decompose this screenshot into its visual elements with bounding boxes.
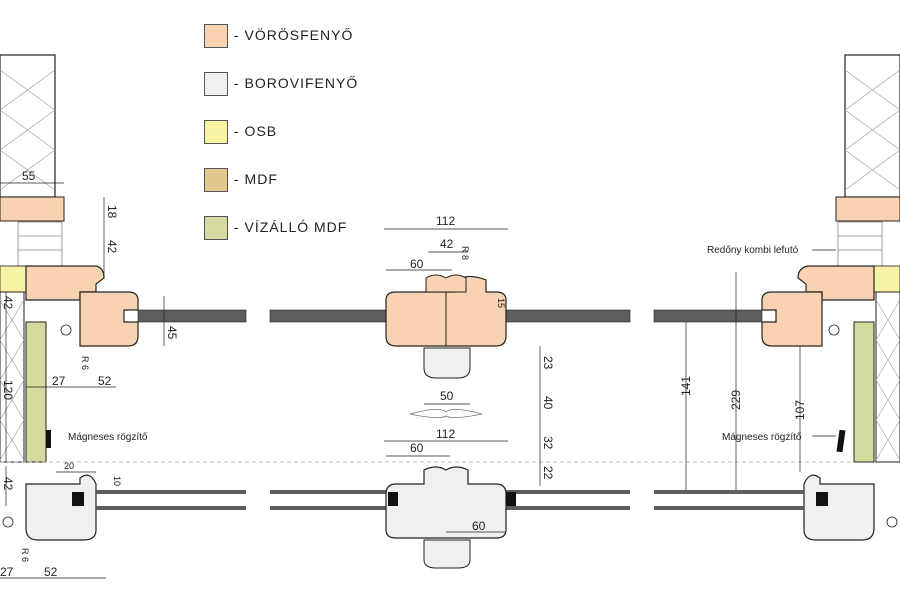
- dim-229: 229: [729, 390, 743, 410]
- legend-swatch: [204, 168, 228, 192]
- left-dimension-lines: [0, 182, 165, 579]
- right-mdf-panel: [853, 321, 875, 463]
- left-osb-strip: [0, 265, 27, 293]
- center-drip-profile: [423, 347, 471, 379]
- legend-swatch: [204, 216, 228, 240]
- left-lower-frame: [25, 474, 97, 541]
- dim-45: 45: [165, 326, 179, 340]
- dim-55: 55: [22, 169, 36, 183]
- dim-r6-bottom: R 6: [20, 548, 30, 562]
- dim-10: 10: [112, 476, 122, 486]
- dim-107: 107: [793, 400, 807, 420]
- right-magnet-marker: [836, 429, 846, 453]
- dim-22: 22: [541, 466, 555, 480]
- center-lower-seal-left: [388, 492, 398, 506]
- right-wall-column: [875, 291, 900, 463]
- right-upper-glass: [653, 309, 763, 323]
- center-lower-glass-a: [270, 490, 386, 494]
- right-lower-glass-a: [654, 490, 804, 494]
- left-wall-column: [0, 291, 25, 463]
- center-seal-profile: [409, 409, 483, 418]
- dim-141: 141: [679, 376, 693, 396]
- center-lower-glass-d: [506, 506, 630, 510]
- right-upper-sash: [761, 291, 823, 347]
- dim-120: 120: [1, 380, 15, 400]
- dim-15: 15: [496, 298, 506, 308]
- dim-60-bottom: 60: [472, 519, 486, 533]
- left-lower-glass-a: [96, 490, 246, 494]
- center-lower-glass-c: [506, 490, 630, 494]
- right-upper-wall: [844, 54, 900, 198]
- legend-swatch: [204, 24, 228, 48]
- left-upper-sash: [79, 291, 139, 347]
- right-sill-board: [835, 196, 900, 222]
- dim-112-top: 112: [436, 214, 455, 228]
- right-gasket-circle: [828, 324, 840, 336]
- dim-42-top: 42: [105, 240, 119, 254]
- legend-label: - VÍZÁLLÓ MDF: [234, 219, 348, 235]
- left-upper-glass: [137, 309, 247, 323]
- dim-42-center: 42: [440, 237, 454, 251]
- center-lower-mullion: [385, 466, 507, 539]
- dim-18: 18: [105, 205, 119, 219]
- center-lower-seal-right: [506, 492, 516, 506]
- dim-23: 23: [541, 356, 555, 370]
- legend-label: - MDF: [234, 171, 278, 187]
- right-dimension-lines: [685, 249, 836, 490]
- left-gasket-circle: [60, 324, 72, 336]
- left-lower-seal: [72, 492, 84, 506]
- shutter-note: Redőny kombi lefutó: [707, 245, 799, 256]
- center-lower-drip: [423, 539, 471, 569]
- legend-label: - BOROVIFENYŐ: [234, 75, 359, 91]
- dim-r8: R 8: [460, 246, 470, 260]
- left-magnet-marker: [46, 430, 51, 448]
- left-mdf-panel: [25, 321, 47, 463]
- center-upper-glass-left: [269, 309, 389, 323]
- legend-label: - VÖRÖSFENYŐ: [234, 27, 354, 43]
- dim-42-bottom: 42: [1, 477, 15, 491]
- right-lower-seal: [816, 492, 828, 506]
- legend-swatch: [204, 72, 228, 96]
- dim-60-top: 60: [410, 257, 424, 271]
- center-dimension-lines: [384, 228, 541, 533]
- left-lower-glass-b: [96, 506, 246, 510]
- right-lower-frame: [803, 474, 875, 541]
- dim-27-bottom: 27: [0, 565, 14, 579]
- dim-50: 50: [440, 389, 454, 403]
- legend-label: - OSB: [234, 123, 278, 139]
- dim-42-left: 42: [1, 296, 15, 310]
- left-lower-circle: [2, 516, 14, 528]
- left-sill-board: [0, 196, 65, 222]
- dim-40: 40: [541, 396, 555, 410]
- legend-swatch: [204, 120, 228, 144]
- dim-20: 20: [64, 461, 74, 471]
- dim-52-top: 52: [98, 374, 112, 388]
- center-upper-glass-right: [505, 309, 631, 323]
- dim-r6-top: R 6: [80, 356, 90, 370]
- right-shutter-rail: [837, 221, 883, 267]
- magnetic-note-left: Mágneses rögzítő: [68, 432, 148, 443]
- magnetic-note-right: Mágneses rögzítő: [722, 432, 802, 443]
- right-lower-circle: [886, 516, 898, 528]
- left-shutter-rail: [17, 221, 63, 267]
- dim-32: 32: [541, 436, 555, 450]
- dim-112-bottom: 112: [436, 427, 455, 441]
- center-lower-glass-b: [270, 506, 386, 510]
- left-upper-wall: [0, 54, 56, 198]
- right-osb-strip: [873, 265, 900, 293]
- dim-60-mid: 60: [410, 441, 424, 455]
- center-upper-cap: [425, 274, 467, 293]
- dim-27-top: 27: [52, 374, 66, 388]
- dim-52-bottom: 52: [44, 565, 58, 579]
- right-lower-glass-b: [654, 506, 804, 510]
